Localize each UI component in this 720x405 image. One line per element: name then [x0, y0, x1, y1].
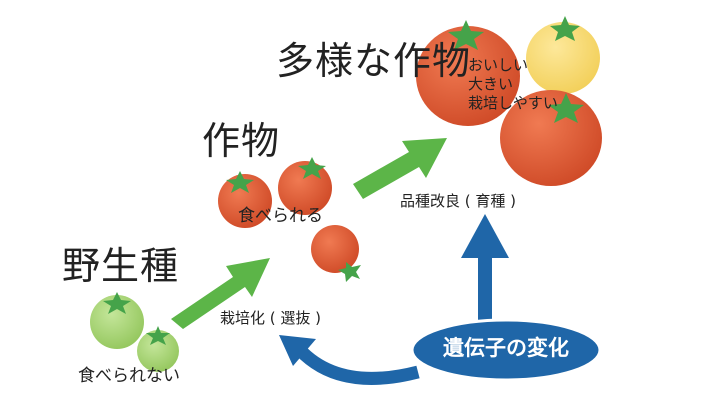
- diverse-tomato-icon: [500, 90, 602, 186]
- stage-title-wild: 野生種: [62, 244, 180, 288]
- trait-item: 大きい: [468, 75, 514, 93]
- stage-title-crop: 作物: [202, 119, 281, 163]
- diverse-tomato-icon: [526, 16, 600, 94]
- crop-tomato-icon: [311, 225, 361, 282]
- stage-title-diverse: 多様な作物: [276, 39, 472, 83]
- trait-item: おいしい: [468, 56, 529, 74]
- wild-tomato-icon: [90, 292, 144, 349]
- arrow-wild-to-crop: [171, 258, 270, 329]
- cause-badge: [410, 318, 602, 382]
- crop-tomato-icon: [218, 171, 272, 228]
- wild-tomato-icon: [137, 326, 179, 372]
- cause-label: 遺伝子の変化: [443, 336, 569, 360]
- arrow-cause-to-selection: [279, 335, 420, 385]
- crop-tomato-icon: [278, 157, 332, 215]
- arrow-crop-to-diverse: [353, 138, 447, 199]
- diverse-tomato-icon: [416, 20, 520, 126]
- trait-list: おいしい 大きい 栽培しやすい: [468, 56, 558, 113]
- process-selection-label: 栽培化 ( 選抜 ): [220, 309, 322, 327]
- trait-item: 栽培しやすい: [468, 94, 558, 112]
- stage-note-crop: 食べられる: [238, 206, 323, 226]
- process-breeding-label: 品種改良 ( 育種 ): [400, 192, 517, 210]
- stage-note-wild: 食べられない: [78, 366, 180, 386]
